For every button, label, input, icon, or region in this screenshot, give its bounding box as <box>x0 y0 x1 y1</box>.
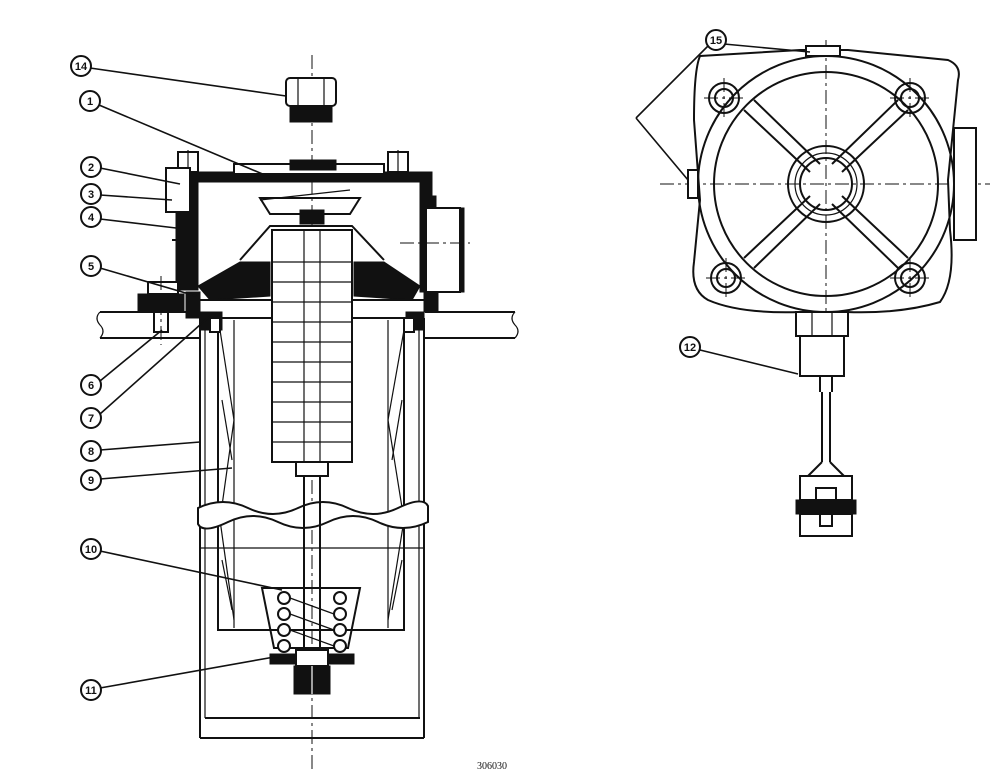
svg-text:12: 12 <box>684 342 696 354</box>
mounting-plate <box>96 311 519 339</box>
svg-text:6: 6 <box>88 380 94 392</box>
svg-text:10: 10 <box>85 544 97 556</box>
connector-plug <box>795 475 857 537</box>
end-view <box>660 40 990 537</box>
figure-number: 306030 <box>477 761 507 772</box>
callout-6: 6 <box>80 329 163 396</box>
callout-10: 10 <box>80 538 283 591</box>
clogging-indicator <box>795 311 849 477</box>
svg-text:15: 15 <box>710 35 722 47</box>
callout-11: 11 <box>80 655 281 701</box>
callout-1: 1 <box>79 90 273 179</box>
callout-9: 9 <box>80 467 233 491</box>
break-line <box>197 500 429 530</box>
section-view <box>96 55 519 770</box>
callout-4: 4 <box>80 206 177 229</box>
filter-head <box>165 150 470 333</box>
callout-14: 14 <box>70 55 287 97</box>
callout-3: 3 <box>80 183 173 205</box>
magnetic-core <box>271 229 353 477</box>
svg-text:8: 8 <box>88 446 94 458</box>
callout-5: 5 <box>80 255 197 297</box>
svg-text:14: 14 <box>75 61 88 73</box>
svg-text:1: 1 <box>87 96 93 108</box>
bolt-holes <box>704 78 930 298</box>
bottom-nut <box>269 649 355 695</box>
top-plug <box>285 77 337 123</box>
svg-text:9: 9 <box>88 475 94 487</box>
spring <box>260 587 362 653</box>
callouts: 14 1 2 3 4 5 <box>70 29 811 701</box>
callout-12: 12 <box>679 336 799 375</box>
center-rod <box>303 476 321 668</box>
svg-text:7: 7 <box>88 413 94 425</box>
callout-15: 15 <box>635 29 811 181</box>
cross-ribs <box>743 99 909 269</box>
svg-text:2: 2 <box>88 162 94 174</box>
callout-2: 2 <box>80 156 181 185</box>
svg-text:11: 11 <box>85 685 97 697</box>
callout-8: 8 <box>80 440 201 462</box>
svg-text:5: 5 <box>88 261 94 273</box>
svg-text:4: 4 <box>88 212 95 224</box>
callout-7: 7 <box>80 315 211 429</box>
svg-text:3: 3 <box>88 189 94 201</box>
